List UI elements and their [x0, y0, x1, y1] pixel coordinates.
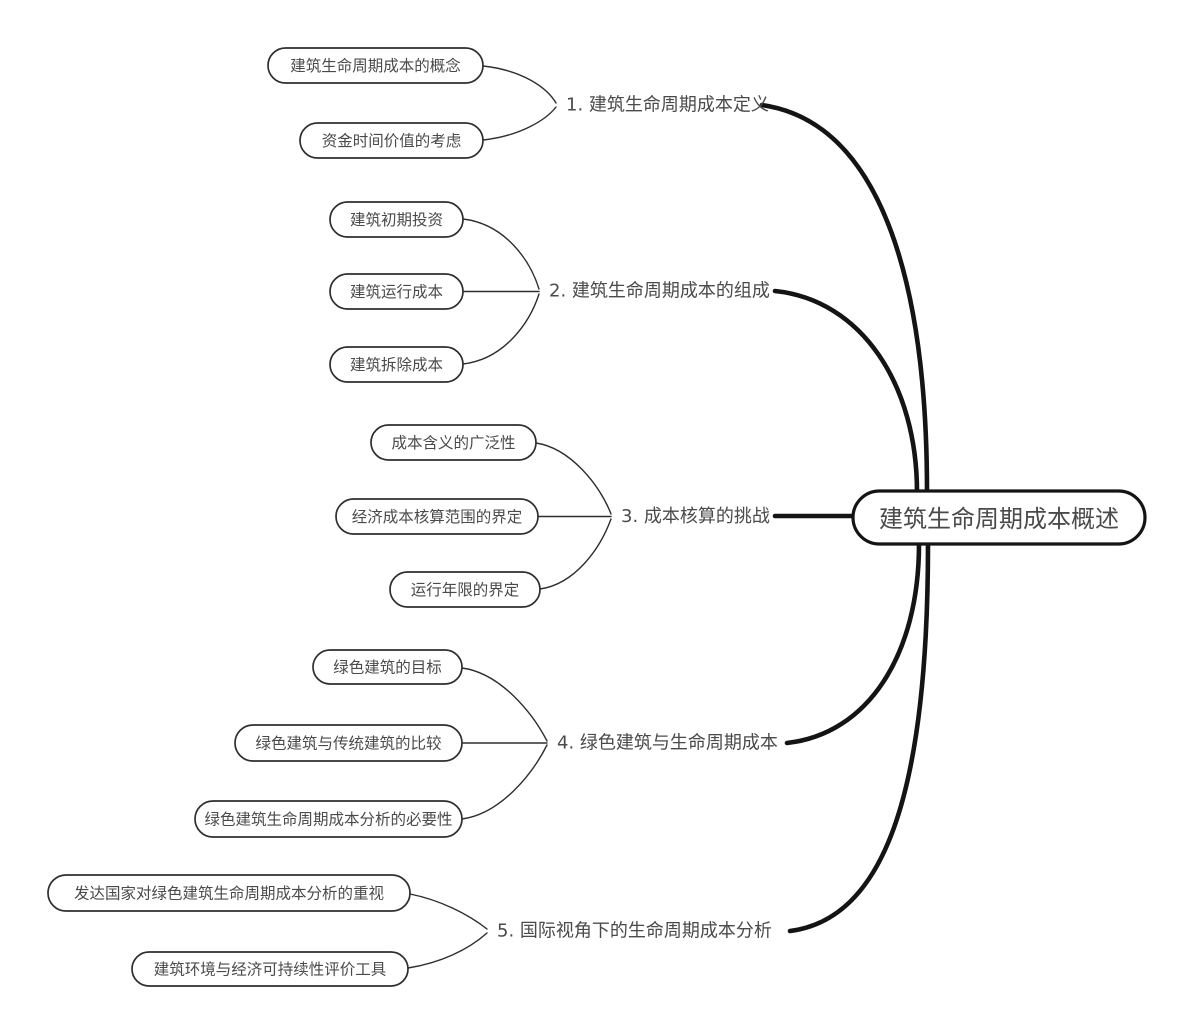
connector-3-3 [539, 518, 612, 590]
child-node-box [329, 201, 464, 238]
branch-labels: 1. 建筑生命周期成本定义 2. 建筑生命周期成本的组成 3. 成本核算的挑战 … [497, 95, 778, 942]
child-node-2-2[interactable]: 建筑运行成本 [329, 273, 464, 310]
child-node-box [47, 874, 411, 912]
child-node-box [389, 571, 541, 608]
branch-edges [759, 102, 931, 934]
connector-3-1 [535, 442, 612, 515]
connector-4-3 [461, 744, 548, 820]
connector-4-1 [461, 667, 548, 742]
child-node-3-3[interactable]: 运行年限的界定 [389, 571, 541, 608]
connector-2-3 [462, 293, 540, 365]
branch-label-4[interactable]: 4. 绿色建筑与生命周期成本 [557, 733, 778, 754]
child-node-label: 建筑拆除成本 [350, 356, 443, 374]
child-node-1-2[interactable]: 资金时间价值的考虑 [299, 122, 484, 159]
child-node-box [335, 498, 539, 535]
child-node-label: 建筑生命周期成本的概念 [290, 56, 461, 75]
connector-5-1 [409, 893, 488, 930]
child-node-2-3[interactable]: 建筑拆除成本 [329, 346, 464, 383]
child-node-3-1[interactable]: 成本含义的广泛性 [370, 424, 537, 461]
child-node-3-2[interactable]: 经济成本核算范围的界定 [335, 498, 539, 535]
child-node-4-1[interactable]: 绿色建筑的目标 [312, 649, 463, 685]
child-node-label: 绿色建筑与传统建筑的比较 [255, 735, 441, 753]
child-node-label: 成本含义的广泛性 [391, 434, 515, 452]
child-node-box [194, 800, 463, 838]
edge-branch-5 [787, 541, 931, 934]
edge-branch-4 [784, 541, 922, 746]
child-node-box [312, 649, 463, 685]
child-nodes: 建筑生命周期成本的概念 资金时间价值的考虑 建筑初期投资 建筑运行成本 建筑拆除… [47, 47, 541, 987]
child-node-box [329, 273, 464, 310]
root-node-box [851, 489, 1147, 546]
child-node-4-3[interactable]: 绿色建筑生命周期成本分析的必要性 [194, 800, 463, 838]
branch-label-3[interactable]: 3. 成本核算的挑战 [621, 506, 770, 527]
edge-branch-2 [772, 288, 920, 495]
child-node-label: 发达国家对绿色建筑生命周期成本分析的重视 [74, 885, 384, 903]
child-node-label: 绿色建筑的目标 [333, 659, 442, 677]
connector-1-2 [482, 106, 557, 141]
child-node-2-1[interactable]: 建筑初期投资 [329, 201, 464, 238]
root-node-label: 建筑生命周期成本概述 [879, 505, 1119, 533]
child-node-label: 运行年限的界定 [411, 581, 520, 599]
child-node-box [131, 951, 409, 987]
child-node-label: 建筑环境与经济可持续性评价工具 [154, 960, 387, 979]
child-node-label: 经济成本核算范围的界定 [352, 507, 523, 526]
child-node-4-2[interactable]: 绿色建筑与传统建筑的比较 [234, 724, 463, 762]
child-node-label: 绿色建筑生命周期成本分析的必要性 [204, 811, 452, 829]
child-node-box [299, 122, 484, 159]
edge-branch-1 [759, 102, 930, 495]
child-node-box [234, 724, 463, 762]
branch-label-1[interactable]: 1. 建筑生命周期成本定义 [566, 95, 769, 116]
branch-label-2[interactable]: 2. 建筑生命周期成本的组成 [549, 281, 770, 302]
child-node-box [267, 47, 484, 84]
child-node-5-1[interactable]: 发达国家对绿色建筑生命周期成本分析的重视 [47, 874, 411, 912]
child-node-label: 建筑初期投资 [350, 211, 443, 229]
child-node-label: 资金时间价值的考虑 [322, 132, 462, 150]
branch-label-5[interactable]: 5. 国际视角下的生命周期成本分析 [497, 921, 772, 942]
child-connectors [407, 65, 612, 969]
child-node-1-1[interactable]: 建筑生命周期成本的概念 [267, 47, 484, 84]
root-node[interactable]: 建筑生命周期成本概述 [851, 489, 1147, 546]
connector-1-1 [482, 65, 557, 104]
child-node-box [370, 424, 537, 461]
connector-2-1 [462, 218, 540, 290]
connector-5-2 [407, 932, 488, 969]
child-node-box [329, 346, 464, 383]
child-node-5-2[interactable]: 建筑环境与经济可持续性评价工具 [131, 951, 409, 987]
child-node-label: 建筑运行成本 [350, 283, 443, 301]
